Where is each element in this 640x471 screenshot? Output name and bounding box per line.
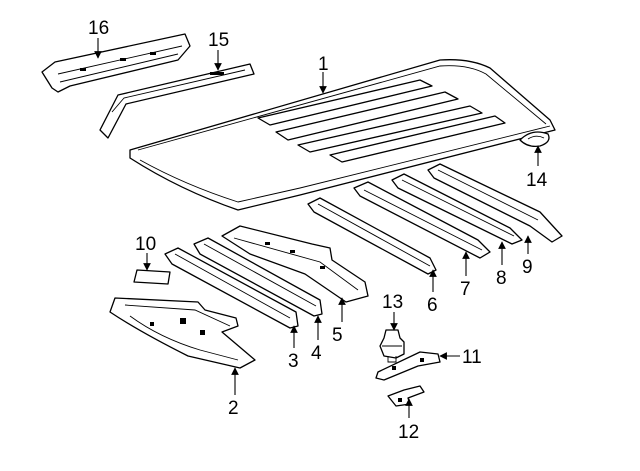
leader-lines xyxy=(94,38,542,418)
roof-bow-8 xyxy=(391,173,523,245)
front-header-rail xyxy=(41,33,191,93)
roof-center-reinforcement xyxy=(221,225,369,303)
callout-14: 14 xyxy=(526,170,548,191)
roof-panel xyxy=(129,59,556,211)
callout-labels: 1 2 3 4 5 6 7 8 9 10 11 12 13 14 15 16 xyxy=(88,18,548,443)
callout-6: 6 xyxy=(427,295,438,316)
callout-9: 9 xyxy=(522,257,533,278)
callout-11: 11 xyxy=(462,347,482,368)
roof-bow-3 xyxy=(164,247,299,329)
callout-7: 7 xyxy=(460,279,471,300)
roof-side-rail xyxy=(99,63,255,139)
roof-pad xyxy=(519,131,550,148)
callout-3: 3 xyxy=(288,351,299,372)
roof-rear-rail xyxy=(427,163,563,243)
bracket-12 xyxy=(387,385,425,407)
callout-8: 8 xyxy=(496,268,507,289)
callout-13: 13 xyxy=(382,292,403,313)
callout-16: 16 xyxy=(88,18,109,39)
roof-bow-7 xyxy=(353,181,491,259)
roof-bow-4 xyxy=(193,237,323,317)
callout-10: 10 xyxy=(135,234,156,255)
callout-5: 5 xyxy=(332,325,343,346)
callout-15: 15 xyxy=(208,30,229,51)
bracket-11 xyxy=(375,351,441,381)
callout-2: 2 xyxy=(228,398,239,419)
roof-rear-bracket xyxy=(109,297,256,369)
callout-1: 1 xyxy=(318,54,329,75)
retainer-clip xyxy=(379,329,405,363)
callout-4: 4 xyxy=(311,343,322,364)
callout-12: 12 xyxy=(398,422,419,443)
spacer-plate xyxy=(133,269,171,285)
